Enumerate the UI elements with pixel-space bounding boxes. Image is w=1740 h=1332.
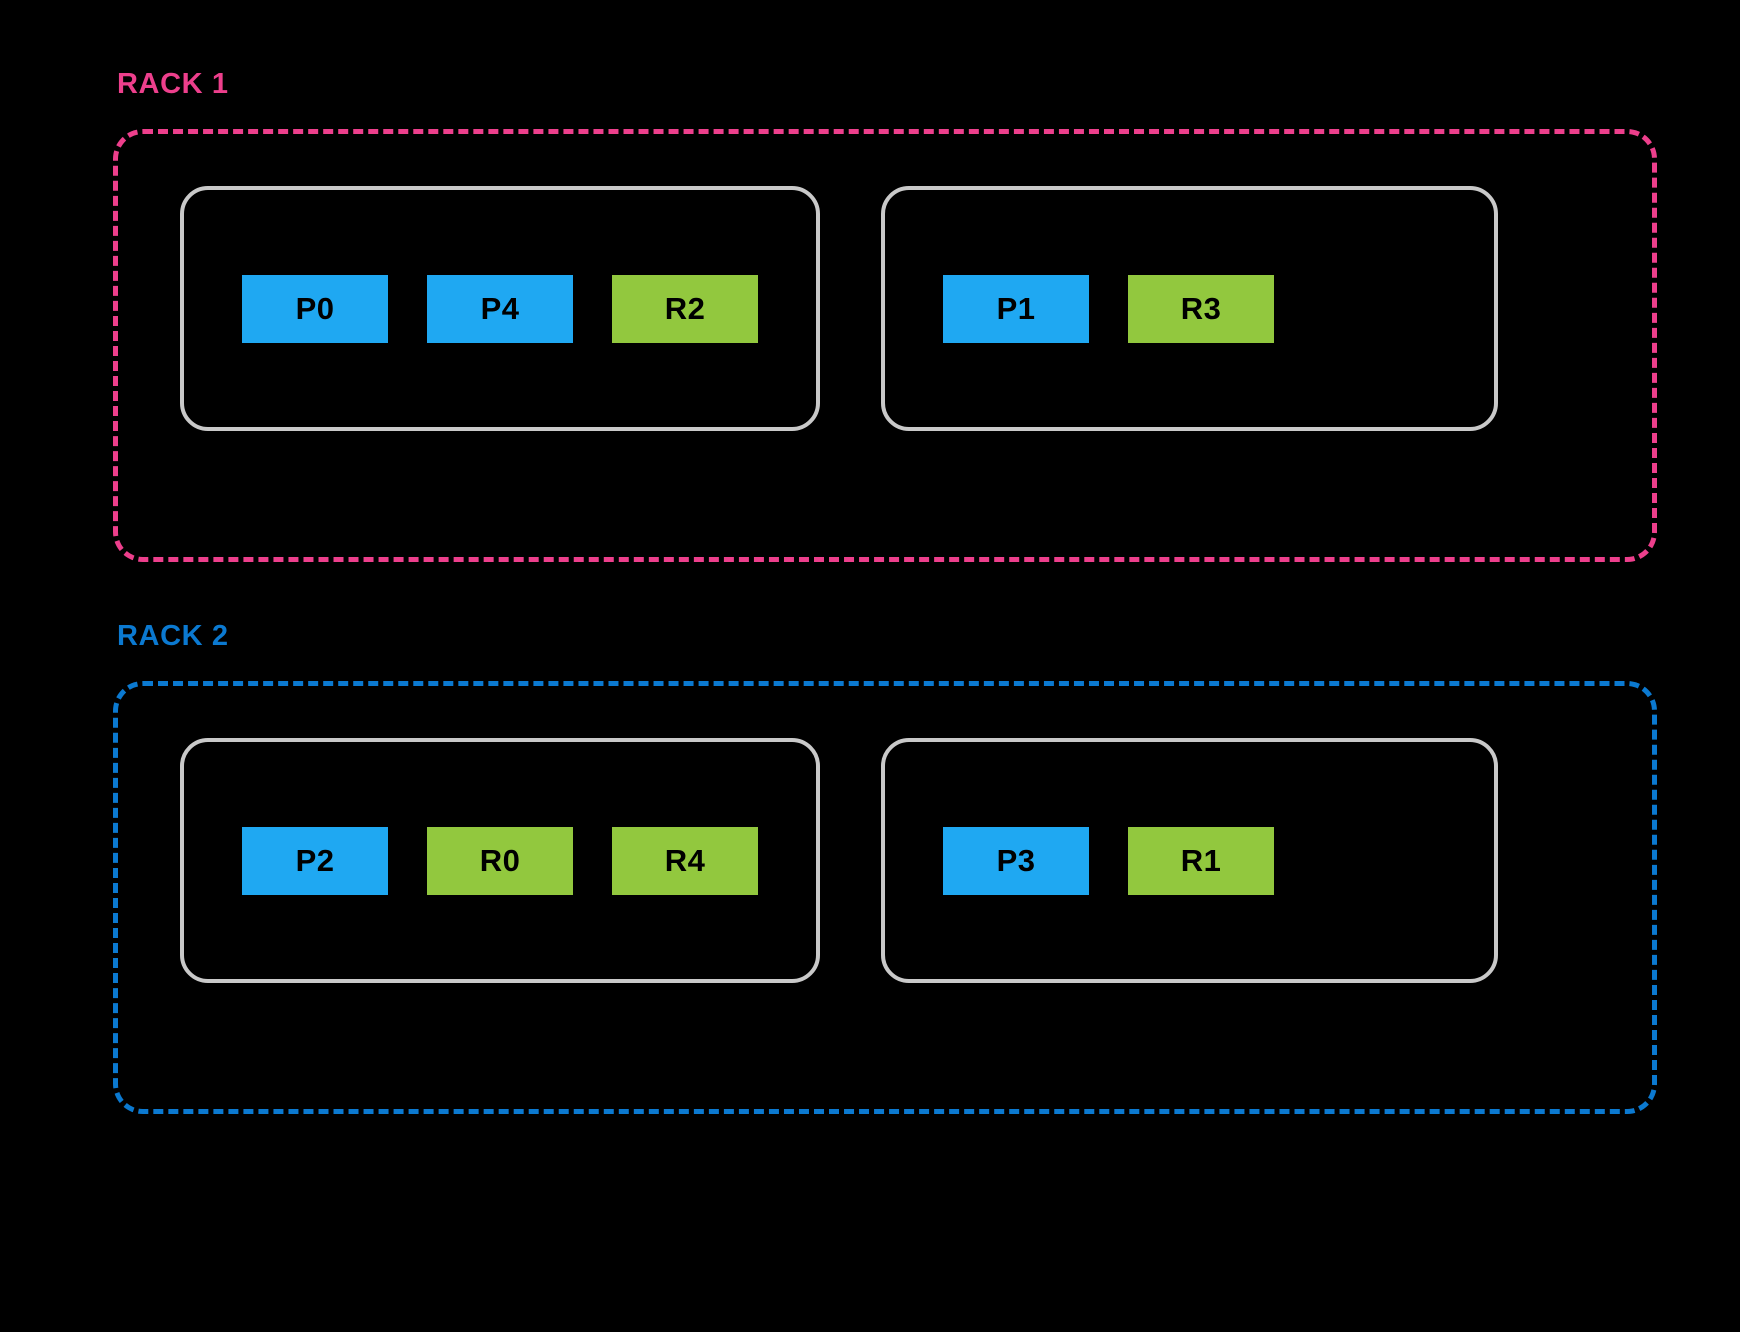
chip-r4[interactable]: R4	[612, 826, 758, 895]
rack-1-nodes-row: P0 P4 R2 P1 R3	[180, 186, 1590, 431]
chip-r1[interactable]: R1	[1128, 826, 1274, 895]
chip-r2[interactable]: R2	[612, 274, 758, 343]
rack-group-1: RACK 1 P0 P4 R2 P1 R3	[113, 70, 1657, 562]
chip-r3[interactable]: R3	[1128, 274, 1274, 343]
chip-p1[interactable]: P1	[943, 274, 1089, 343]
node-rack2-1[interactable]: P2 R0 R4	[180, 738, 820, 983]
node-rack2-2[interactable]: P3 R1	[881, 738, 1498, 983]
rack-boundary-1: P0 P4 R2 P1 R3	[113, 129, 1657, 562]
chip-p0[interactable]: P0	[242, 274, 388, 343]
node-rack1-2[interactable]: P1 R3	[881, 186, 1498, 431]
rack-group-2: RACK 2 P2 R0 R4 P3 R1	[113, 622, 1657, 1114]
rack-label-2: RACK 2	[117, 620, 229, 652]
chip-p3[interactable]: P3	[943, 826, 1089, 895]
chip-r0[interactable]: R0	[427, 826, 573, 895]
chip-p2[interactable]: P2	[242, 826, 388, 895]
chip-p4[interactable]: P4	[427, 274, 573, 343]
rack-2-nodes-row: P2 R0 R4 P3 R1	[180, 738, 1590, 983]
rack-label-1: RACK 1	[117, 68, 229, 100]
rack-boundary-2: P2 R0 R4 P3 R1	[113, 681, 1657, 1114]
node-rack1-1[interactable]: P0 P4 R2	[180, 186, 820, 431]
